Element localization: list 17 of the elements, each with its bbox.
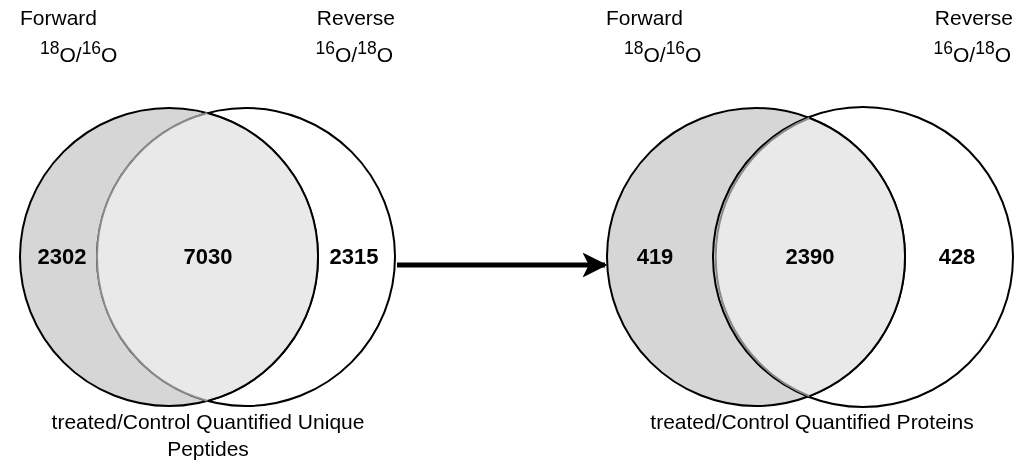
ratio-label: $^{18}$O/$^{16}$O — [624, 38, 702, 68]
arrow — [397, 252, 608, 278]
ratio-label: $^{18}$O/$^{16}$O — [40, 38, 118, 68]
count-label: 419 — [636, 244, 674, 270]
set-name: Forward — [20, 6, 98, 31]
diagram-caption: treated/Control Quantified Proteins — [649, 409, 975, 435]
count-label: 428 — [938, 244, 976, 270]
set-name: Forward — [606, 6, 684, 31]
diagram-caption: treated/Control Quantified Unique Peptides — [50, 409, 366, 463]
set-name: Reverse — [934, 6, 1013, 31]
set-name: Reverse — [316, 6, 395, 31]
count-label: 2390 — [785, 244, 835, 270]
count-label: 2315 — [329, 244, 379, 270]
ratio-label: $^{16}$O/$^{18}$O — [315, 38, 393, 68]
count-label: 2302 — [37, 244, 87, 270]
ratio-label: $^{16}$O/$^{18}$O — [933, 38, 1011, 68]
count-label: 7030 — [183, 244, 233, 270]
